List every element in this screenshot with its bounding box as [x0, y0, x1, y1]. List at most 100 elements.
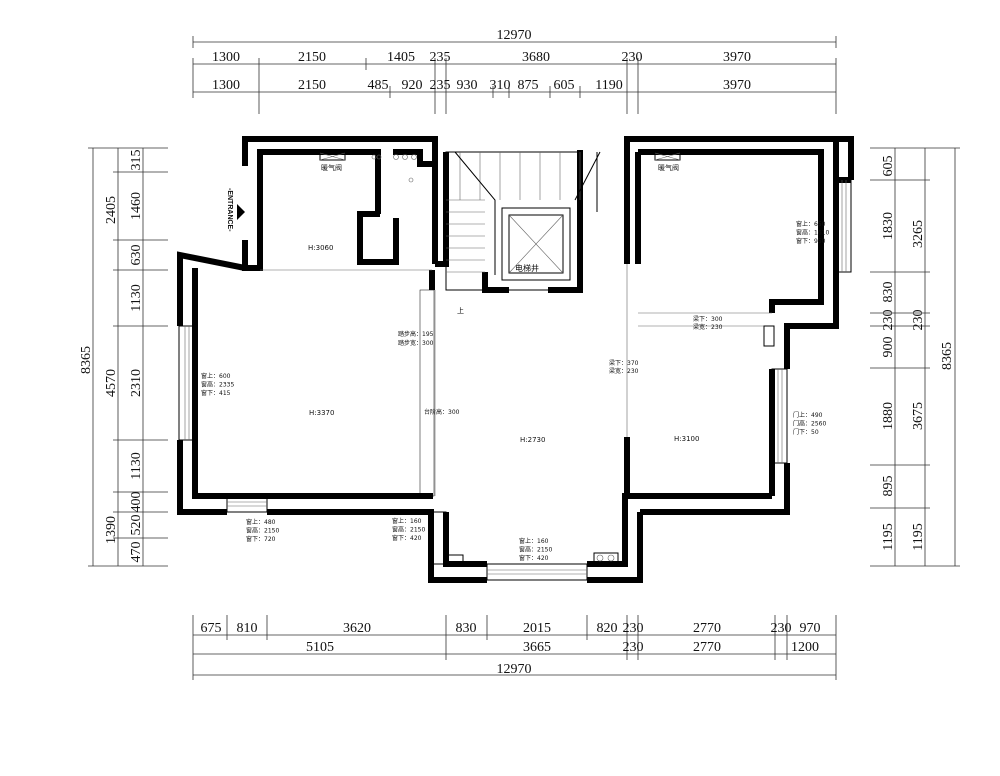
- right-row1-dim-6: 895: [881, 476, 896, 497]
- top-row2-dim-10: 3970: [723, 78, 751, 93]
- top-row1-dim-0: 1300: [212, 50, 240, 65]
- left-row2-dim-5: 1130: [129, 452, 144, 479]
- left-row2-dim-3: 1130: [129, 284, 144, 311]
- top-dimensions: 12970 1300 2150 1405 235 3680 230 3970 1300 215…: [192, 28, 837, 114]
- beam-right-2: 梁宽：230: [693, 323, 723, 331]
- bottom-row2-dim-4: 1200: [791, 640, 819, 655]
- top-row2-dim-8: 605: [554, 78, 575, 93]
- right-row1-dim-3: 230: [881, 310, 896, 331]
- top-row1-dim-2: 1405: [387, 50, 415, 65]
- beam-right-1: 梁下：300: [693, 315, 723, 323]
- right-row2-dim-0: 3265: [911, 220, 926, 248]
- note-window-right-top: 窗高：1610: [796, 229, 829, 237]
- right-row1-dim-4: 900: [881, 337, 896, 358]
- top-row2-dim-4: 235: [430, 78, 451, 93]
- note-window-bottom-mid: 窗上：160: [392, 517, 422, 525]
- top-row1-dim-4: 3680: [522, 50, 550, 65]
- elevator-label: 电梯井: [515, 263, 539, 273]
- right-dimensions: 8365 605 1830 830 230 900 1880 895 1195 3265 230…: [870, 147, 960, 567]
- right-row2-dim-3: 1195: [911, 523, 926, 550]
- left-row2-dim-6: 400: [129, 492, 144, 513]
- left-row2-dim-1: 1460: [129, 192, 144, 220]
- top-row1-dim-5: 230: [622, 50, 643, 65]
- beam-mid-2: 梁宽：230: [609, 367, 639, 375]
- height-center: H:2730: [520, 436, 545, 444]
- left-total-dim: 8365: [79, 346, 94, 374]
- top-row2-dim-2: 485: [368, 78, 389, 93]
- right-row1-dim-1: 1830: [881, 212, 896, 240]
- note-window-bottom-left: 窗高：2150: [246, 527, 279, 535]
- stair-up-label: 上: [457, 306, 464, 315]
- bottom-row1-dim-0: 675: [201, 621, 222, 636]
- height-right: H:3100: [674, 435, 699, 443]
- note-window-bottom-mid: 窗下：420: [392, 534, 422, 542]
- bottom-row2-dim-2: 230: [623, 640, 644, 655]
- top-row2-dim-9: 1190: [595, 78, 622, 93]
- step-height-note: 踏步高：195: [398, 330, 434, 338]
- left-row1-dim-0: 2405: [104, 196, 119, 224]
- height-top-left: H:3060: [308, 244, 333, 252]
- bottom-row2-dim-1: 3665: [523, 640, 551, 655]
- top-row2-dim-0: 1300: [212, 78, 240, 93]
- right-row1-dim-2: 830: [881, 282, 896, 303]
- right-total-dim: 8365: [940, 342, 955, 370]
- note-window-left: 窗下：415: [201, 389, 231, 397]
- right-row2-dim-2: 3675: [911, 402, 926, 430]
- bottom-total-dim: 12970: [497, 662, 532, 677]
- room-labels: -ENTRANCE- 暖气阀 暖气阀 H:3060 H:3370 H:2730 …: [201, 163, 829, 562]
- note-window-right-top: 窗下：950: [796, 237, 826, 245]
- bottom-row1-dim-3: 830: [456, 621, 477, 636]
- bottom-row1-dim-2: 3620: [343, 621, 371, 636]
- bottom-row1-dim-6: 230: [623, 621, 644, 636]
- vent-label-right: 暖气阀: [658, 163, 679, 172]
- note-window-bottom-center: 窗下：420: [519, 554, 549, 562]
- note-window-bottom-left: 窗下：720: [246, 535, 276, 543]
- note-window-right-top: 窗上：650: [796, 220, 826, 228]
- bottom-row1-dim-9: 970: [800, 621, 821, 636]
- bottom-row1-dim-8: 230: [771, 621, 792, 636]
- left-row1-dim-2: 1390: [104, 516, 119, 544]
- beam-mid-1: 梁下：370: [609, 359, 639, 367]
- right-row1-dim-7: 1195: [881, 523, 896, 550]
- bottom-row2-dim-3: 2770: [693, 640, 721, 655]
- note-window-left: 窗高：2335: [201, 381, 234, 389]
- right-row2-dim-1: 230: [911, 310, 926, 331]
- note-door-right: 门高：2560: [793, 420, 826, 428]
- bottom-row2-dim-0: 5105: [306, 640, 334, 655]
- top-total-dim: 12970: [497, 28, 532, 43]
- left-dimensions: 8365 2405 4570 1390 315 1460 630 1130 2310 1130…: [79, 147, 168, 567]
- bottom-row1-dim-7: 2770: [693, 621, 721, 636]
- left-row2-dim-8: 470: [129, 542, 144, 563]
- left-row2-dim-0: 315: [129, 150, 144, 171]
- note-door-right: 门上：490: [793, 411, 823, 419]
- top-row2-dim-7: 875: [518, 78, 539, 93]
- left-row1-dim-1: 4570: [104, 369, 119, 397]
- note-window-bottom-center: 窗高：2150: [519, 546, 552, 554]
- note-window-bottom-mid: 窗高：2150: [392, 526, 425, 534]
- note-window-bottom-center: 窗上：160: [519, 537, 549, 545]
- plan-details: [178, 151, 852, 581]
- left-row2-dim-7: 520: [129, 515, 144, 536]
- top-row1-dim-3: 235: [430, 50, 451, 65]
- note-window-left: 窗上：600: [201, 372, 231, 380]
- top-row2-dim-3: 920: [402, 78, 423, 93]
- entrance-label: -ENTRANCE-: [226, 188, 233, 232]
- height-left: H:3370: [309, 409, 334, 417]
- top-row2-dim-1: 2150: [298, 78, 326, 93]
- left-row2-dim-2: 630: [129, 245, 144, 266]
- top-row2-dim-5: 930: [457, 78, 478, 93]
- note-window-bottom-left: 窗上：480: [246, 518, 276, 526]
- entrance-arrow-icon: [237, 204, 245, 220]
- right-row1-dim-0: 605: [881, 156, 896, 177]
- vent-label-left: 暖气阀: [321, 163, 342, 172]
- left-row2-dim-4: 2310: [129, 369, 144, 397]
- sill-height-note: 台阶高：300: [424, 408, 460, 416]
- step-width-note: 踏步宽：300: [398, 339, 434, 347]
- top-row1-dim-1: 2150: [298, 50, 326, 65]
- walls: [177, 136, 854, 583]
- note-door-right: 门下：50: [793, 428, 819, 436]
- top-row1-dim-6: 3970: [723, 50, 751, 65]
- right-row1-dim-5: 1880: [881, 402, 896, 430]
